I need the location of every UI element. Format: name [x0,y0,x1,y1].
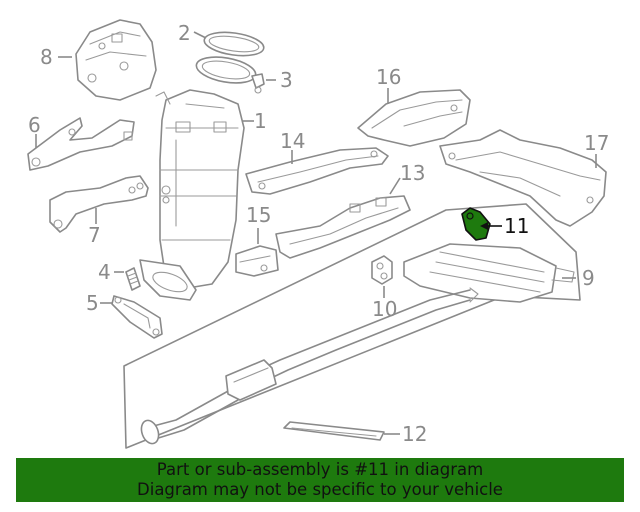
part-6-bracket[interactable] [27,117,135,171]
part-7-bracket[interactable] [49,175,149,233]
converter-outlet-flange [139,259,197,301]
part-5-flange-gasket[interactable] [111,295,163,339]
callout-14: 14 [280,129,305,153]
callout-9: 9 [582,266,595,290]
callout-8: 8 [40,45,53,69]
part-11-hanger-highlighted[interactable] [461,207,491,241]
callout-3: 3 [280,68,293,92]
callout-11: 11 [504,214,529,238]
part-3-clamp[interactable] [194,53,265,94]
part-10-hanger[interactable] [371,255,393,285]
callout-12: 12 [402,422,427,446]
callout-7: 7 [88,223,101,247]
part-12-heat-shield[interactable] [283,421,385,441]
part-2-gasket[interactable] [203,29,265,59]
exhaust-system-diagram: 8 2 3 1 6 [27,19,609,449]
callout-16: 16 [376,65,401,89]
part-15-bracket[interactable] [235,245,279,277]
part-8-heat-shield[interactable] [75,19,157,101]
callout-4: 4 [98,260,111,284]
part-16-heat-shield[interactable] [357,89,471,147]
callout-15: 15 [246,203,271,227]
callout-1: 1 [254,109,267,133]
callout-5: 5 [86,291,99,315]
part-4-stud[interactable] [125,267,141,291]
banner-line-1: Part or sub-assembly is #11 in diagram [156,460,484,479]
part-17-heat-shield[interactable] [439,129,607,227]
callout-13: 13 [400,161,425,185]
part-1-catalytic-converter[interactable] [155,89,245,289]
callout-17: 17 [584,131,609,155]
callout-6: 6 [28,113,41,137]
banner-line-2: Diagram may not be specific to your vehi… [137,480,503,499]
callout-2: 2 [178,21,191,45]
callout-10: 10 [372,297,397,321]
info-banner: Part or sub-assembly is #11 in diagram D… [16,458,624,502]
part-14-heat-shield[interactable] [245,147,389,195]
part-9-exhaust-assembly[interactable] [123,203,581,449]
part-13-heat-shield[interactable] [275,195,411,259]
